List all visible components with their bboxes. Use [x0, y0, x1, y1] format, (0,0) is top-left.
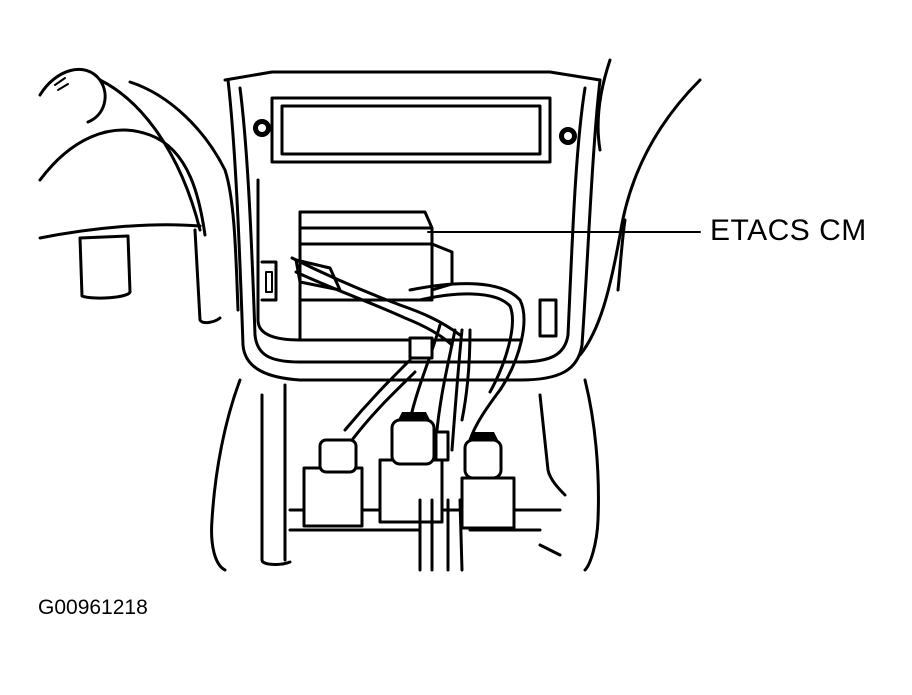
steering-column-outline — [38, 67, 207, 237]
harness-connectors — [302, 412, 516, 572]
figure-id-label: G00961218 — [38, 596, 148, 619]
etacs-cm-callout-label: ETACS CM — [710, 214, 867, 247]
center-stack-frame — [223, 70, 602, 382]
dashboard-left-contour — [38, 80, 240, 325]
dashboard-right-contour — [578, 58, 702, 357]
wiring-harness — [290, 256, 526, 452]
